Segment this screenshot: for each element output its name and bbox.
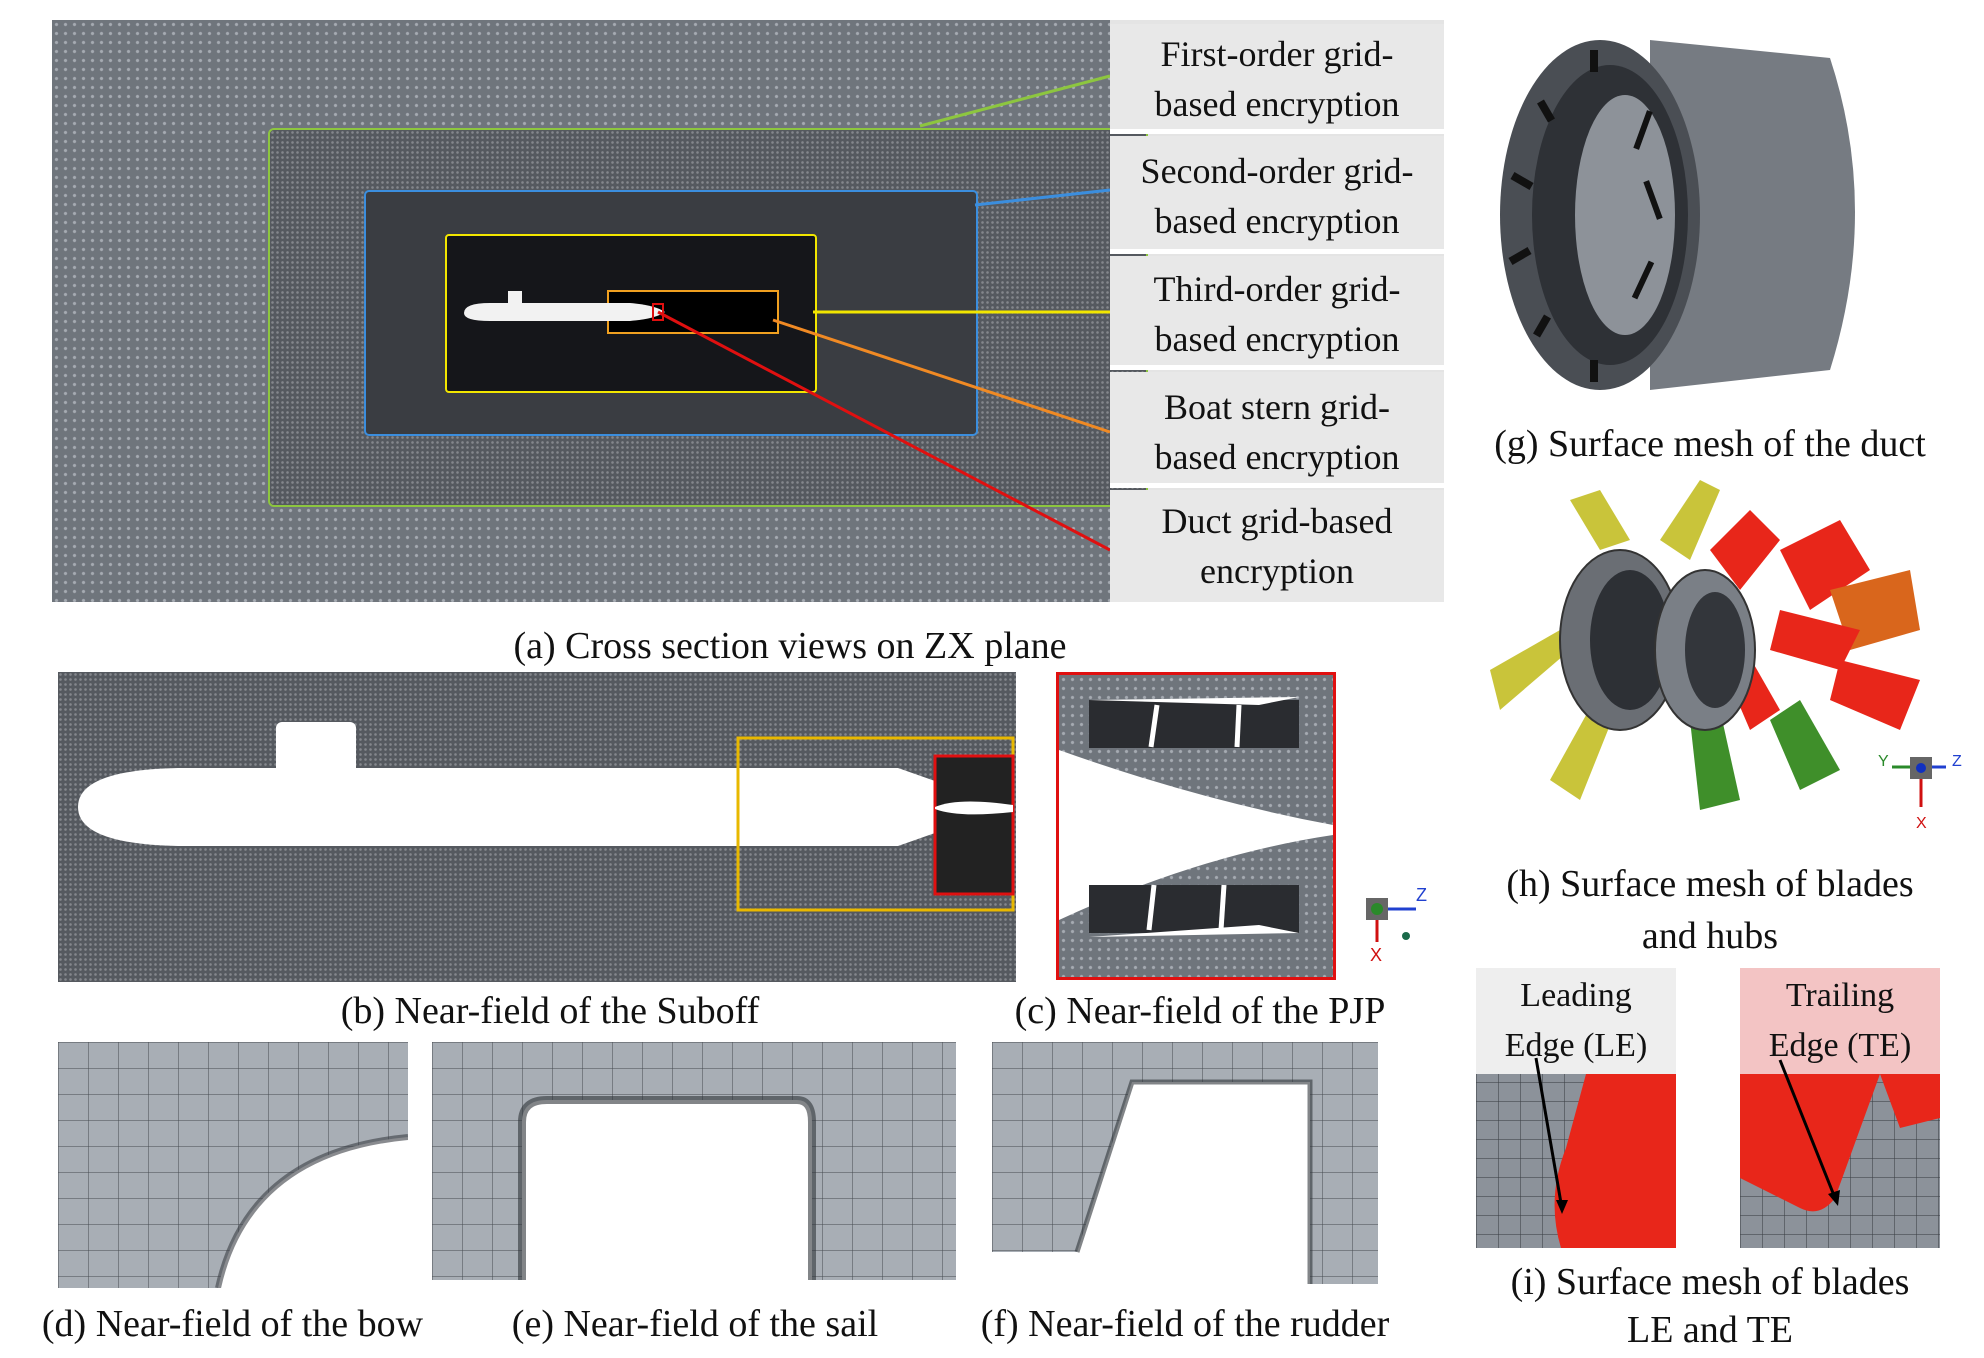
axis-h-y-label: Y [1878, 753, 1889, 770]
te-label-box [1740, 968, 1940, 1074]
suboff-silhouette-b [78, 722, 1015, 912]
label-boat-stern: Boat stern grid- based encryption [1110, 372, 1444, 488]
caption-d: (d) Near-field of the bow [41, 1303, 424, 1345]
caption-e: (e) Near-field of the sail [511, 1303, 879, 1345]
caption-f: (f) Near-field of the rudder [980, 1303, 1390, 1345]
label-third-order: Third-order grid- based encryption [1110, 256, 1444, 370]
axes-triad-c-icon [1366, 898, 1416, 942]
label-first-order: First-order grid- based encryption [1110, 24, 1444, 134]
axis-h-x-label: X [1916, 815, 1927, 832]
le-blade [1534, 1057, 1676, 1248]
caption-g: (g) Surface mesh of the duct [1494, 423, 1926, 465]
suboff-silhouette-a [464, 291, 665, 321]
le-label-box [1476, 968, 1676, 1074]
duct-surface-mesh [1500, 40, 1855, 390]
rudder-shape [992, 1079, 1313, 1284]
caption-h-line2: and hubs [1641, 915, 1779, 957]
axes-triad-h-icon [1892, 757, 1946, 807]
label-second-order: Second-order grid- based encryption [1110, 136, 1444, 254]
pjp-near-field [1059, 697, 1333, 937]
caption-h-line1: (h) Surface mesh of blades [1506, 863, 1914, 905]
leader-lines [657, 74, 1111, 552]
axis-c-x-label: X [1370, 945, 1383, 965]
caption-a: (a) Cross section views on ZX plane [513, 625, 1067, 667]
te-blade [1740, 1059, 1940, 1212]
caption-i-line1: (i) Surface mesh of blades [1510, 1261, 1910, 1303]
label-duct: Duct grid-based encryption [1110, 490, 1444, 602]
le-label-line2: Edge (LE) [1504, 1027, 1648, 1064]
axis-c-z-label: Z [1416, 885, 1427, 905]
sail-shape [518, 1096, 816, 1280]
bow-shape [215, 1134, 408, 1288]
blades-and-hubs-mesh [1490, 480, 1920, 810]
te-label-line2: Edge (TE) [1768, 1027, 1912, 1064]
caption-i-line2: LE and TE [1626, 1309, 1794, 1351]
le-label-line1: Leading [1520, 977, 1632, 1014]
axis-h-z-label: Z [1952, 753, 1962, 770]
caption-c: (c) Near-field of the PJP [1014, 990, 1386, 1032]
caption-b: (b) Near-field of the Suboff [340, 990, 760, 1032]
te-label-line1: Trailing [1785, 977, 1895, 1014]
